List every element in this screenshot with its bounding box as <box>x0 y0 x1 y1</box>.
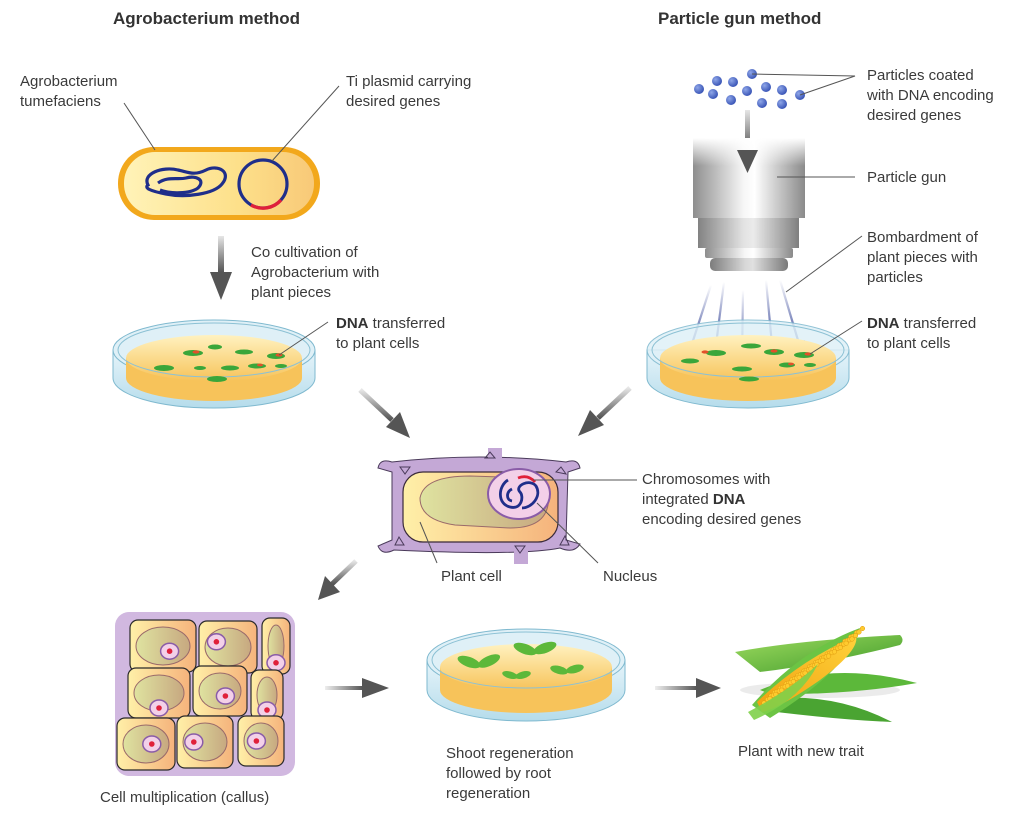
co-cultivation-label: Co cultivation of Agrobacterium with pla… <box>251 244 380 301</box>
petri-dish-icon <box>112 319 316 409</box>
callus-vacuole <box>182 722 228 762</box>
corn-kernel <box>849 636 855 642</box>
callus-icon <box>115 612 295 776</box>
particles-icon <box>694 69 805 109</box>
arrow-right-icon <box>655 678 721 698</box>
corn-kernel <box>856 629 862 635</box>
arrow-down-icon <box>210 236 232 300</box>
callus-nucleolus <box>222 693 229 699</box>
corn-kernel <box>790 679 796 685</box>
bombardment-label: Bombardment of plant pieces with particl… <box>867 229 978 286</box>
particles-coated-label: Particles coated with DNA encoding desir… <box>867 67 994 124</box>
corn-kernel <box>825 653 832 659</box>
callus-nucleolus <box>253 738 260 744</box>
chromosome-icon <box>145 166 227 198</box>
plant-cell-label: Plant cell <box>441 568 502 585</box>
corn-kernel <box>796 674 802 680</box>
corn-kernel <box>859 625 866 632</box>
callus-nucleolus <box>213 639 220 645</box>
dna-transferred-left-label: DNA transferred to plant cells <box>336 315 446 352</box>
arrow-diagonal-icon <box>318 559 358 600</box>
callus-nucleolus <box>273 660 279 666</box>
corn-kernel <box>852 632 859 639</box>
corn-kernel <box>831 649 837 655</box>
new-trait-label: Plant with new trait <box>738 743 864 760</box>
petri-dish-icon <box>646 319 850 409</box>
shoot-regeneration-label: Shoot regeneration followed by root rege… <box>446 745 574 802</box>
agrobacterium-icon <box>118 147 320 220</box>
corn-kernels <box>761 625 866 706</box>
nucleus-icon <box>487 468 551 520</box>
callus-nucleolus <box>156 705 162 711</box>
callus-nucleolus <box>191 739 197 745</box>
plant-cell-icon <box>377 448 581 564</box>
callus-label: Cell multiplication (callus) <box>100 789 270 806</box>
arrow-right-icon <box>325 678 389 698</box>
corn-icon <box>735 625 917 722</box>
ti-plasmid-label: Ti plasmid carrying desired genes <box>346 73 472 110</box>
chromosomes-label: Chromosomes with integrated DNA encoding… <box>642 471 802 528</box>
particle-gun-icon <box>693 138 805 271</box>
seedling-icon <box>457 641 584 679</box>
callus-nucleolus <box>149 741 155 747</box>
petri-dish-icon <box>426 628 626 722</box>
nucleus-label: Nucleus <box>603 568 658 585</box>
callus-nucleolus <box>264 707 270 713</box>
corn-kernel <box>814 662 820 668</box>
callus-nucleolus <box>166 648 173 654</box>
arrow-diagonal-icon <box>358 388 410 438</box>
particle-gun-label: Particle gun <box>867 169 947 186</box>
corn-kernel <box>784 683 791 689</box>
corn-kernel <box>820 657 826 663</box>
agrobacterium-method-title: Agrobacterium method <box>113 9 301 28</box>
corn-kernel <box>843 640 849 646</box>
dna-transferred-right-label: DNA transferred to plant cells <box>867 315 977 352</box>
arrow-diagonal-icon <box>578 386 632 436</box>
plasmid-icon <box>237 158 289 210</box>
agrobacterium-tumefaciens-label: Agrobacterium tumefaciens <box>20 73 118 110</box>
corn-kernel <box>837 644 843 651</box>
particle-gun-method-title: Particle gun method <box>658 9 822 28</box>
